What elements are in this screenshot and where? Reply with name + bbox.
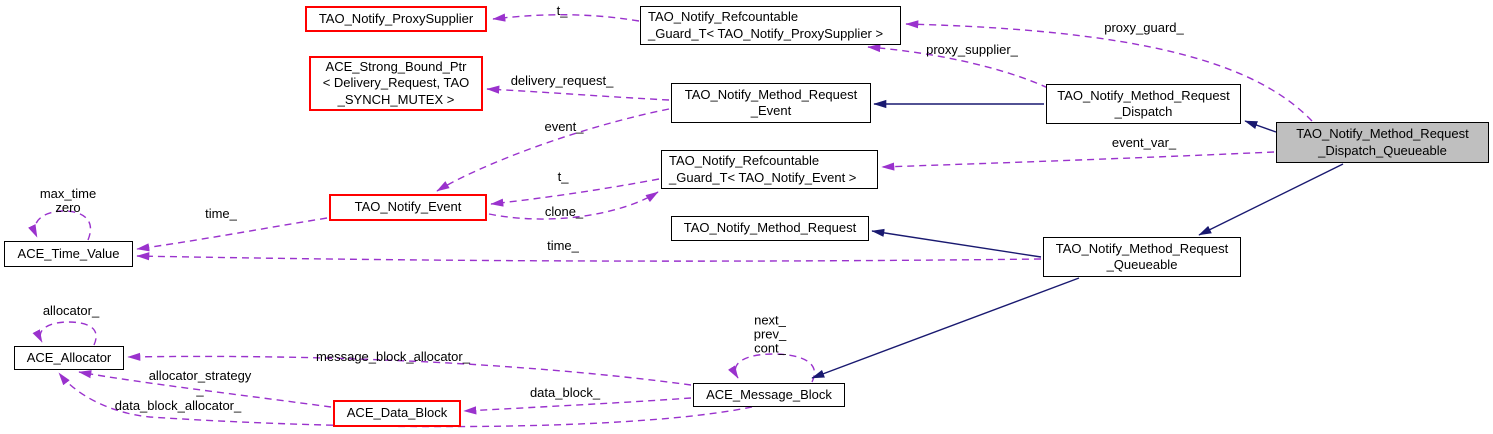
edge-label-proxy-guard: proxy_guard_ [1104,20,1184,36]
edge-t-event [490,178,660,207]
edge-queueable-to-messageblock-inherit [811,277,1080,379]
node-method-request-queueable[interactable]: TAO_Notify_Method_Request _Queueable [1043,237,1241,277]
edge-dispatchq-to-dispatch-inherit [1244,120,1277,133]
edge-label-message-block-allocator: message_block_allocator_ [316,349,470,365]
node-tao-notify-proxysupplier[interactable]: TAO_Notify_ProxySupplier [305,6,487,32]
edge-clone [488,191,659,220]
edge-label-event-var: event_var_ [1111,135,1177,151]
node-ace-time-value[interactable]: ACE_Time_Value [4,241,133,267]
node-ace-data-block[interactable]: ACE_Data_Block [333,400,461,427]
node-method-request[interactable]: TAO_Notify_Method_Request [671,216,869,241]
edge-label-time-event: time_ [205,206,237,222]
edge-message-block-allocator [127,352,692,386]
node-ace-allocator[interactable]: ACE_Allocator [14,346,124,370]
edge-delivery-request [486,85,670,101]
edge-t-proxysupplier [492,13,640,22]
edge-time-from-queueable [136,252,1042,262]
edge-time-from-event [136,217,328,252]
edge-data-block [463,397,692,415]
node-tao-notify-event[interactable]: TAO_Notify_Event [329,194,487,221]
edge-label-allocator: allocator_ [42,303,100,319]
edge-label-t-proxy: t_ [556,3,568,19]
edge-label-next-prev-cont: next_ prev_ cont_ [753,312,787,355]
edge-dispatchq-to-queueable-inherit [1198,163,1344,236]
edge-label-time-queueable: time_ [547,238,579,254]
edge-label-clone: clone_ [544,204,584,220]
edge-label-allocator-strategy: allocator_strategy _ [148,368,252,397]
edge-next-prev-cont-selfloop [728,353,815,383]
edge-max-time-zero-selfloop [28,210,91,241]
edge-allocator-strategy [78,370,332,408]
node-refcountable-guard-proxysupplier[interactable]: TAO_Notify_Refcountable _Guard_T< TAO_No… [640,6,901,45]
edge-proxy-guard [905,20,1313,122]
edge-label-proxy-supplier: proxy_supplier_ [926,42,1018,58]
edge-event-var [881,151,1275,171]
edge-label-data-block-allocator: data_block_allocator_ [114,398,242,414]
edge-label-event: event_ [544,119,584,135]
edge-label-t-event: t_ [557,169,569,185]
edge-allocator-selfloop [32,321,97,346]
edge-label-max-time-zero: max_time zero [39,186,97,215]
edge-event [436,108,670,192]
node-refcountable-guard-event[interactable]: TAO_Notify_Refcountable _Guard_T< TAO_No… [661,150,878,189]
node-method-request-dispatch[interactable]: TAO_Notify_Method_Request _Dispatch [1046,84,1241,124]
node-method-request-dispatch-queueable: TAO_Notify_Method_Request _Dispatch_Queu… [1276,122,1489,163]
edge-queueable-to-methodrequest-inherit [871,228,1042,258]
edge-data-block-allocator [58,372,753,428]
edge-proxy-supplier [867,43,1049,89]
node-ace-strong-bound-ptr[interactable]: ACE_Strong_Bound_Ptr < Delivery_Request,… [309,56,483,111]
node-ace-message-block[interactable]: ACE_Message_Block [693,383,845,407]
node-method-request-event[interactable]: TAO_Notify_Method_Request _Event [671,83,871,123]
edge-label-data-block: data_block_ [529,385,601,401]
edge-label-delivery-request: delivery_request_ [510,73,614,89]
